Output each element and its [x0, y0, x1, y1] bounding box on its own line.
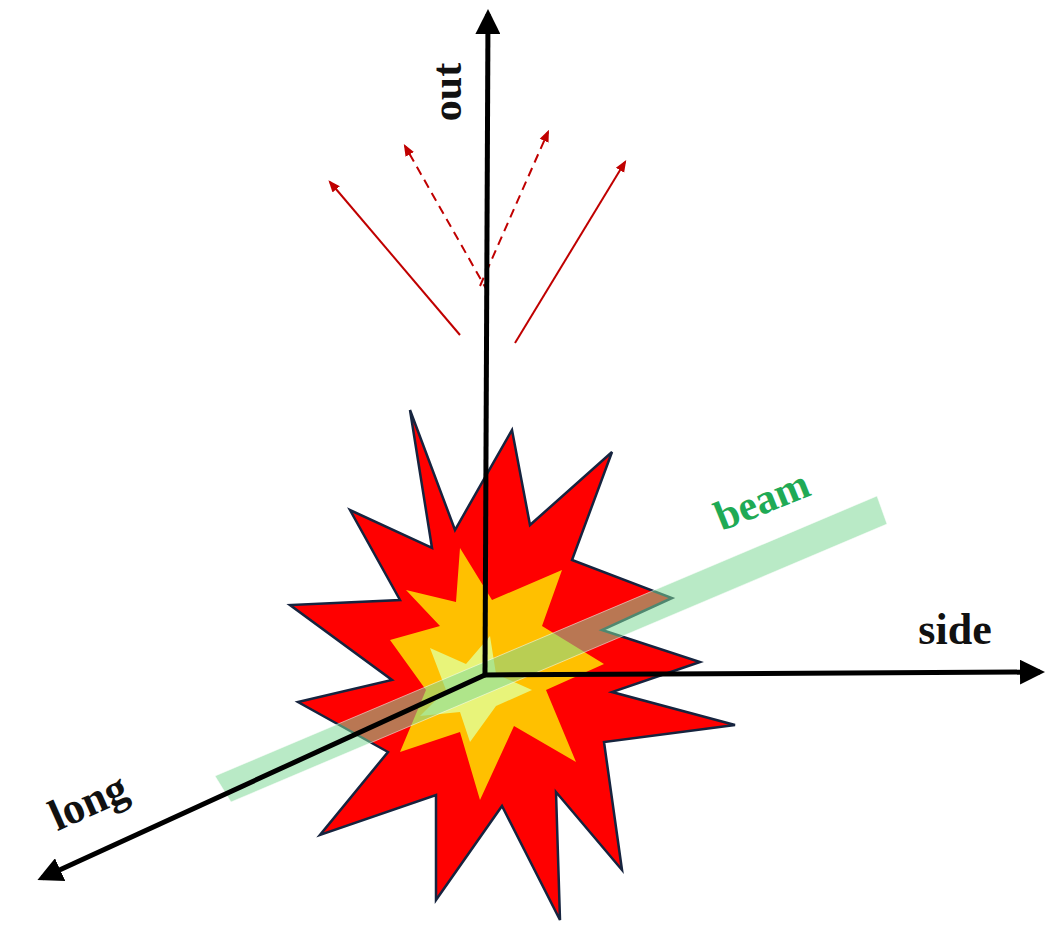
side-axis [483, 672, 1040, 675]
beam-band [215, 496, 887, 802]
out-axis [485, 14, 488, 676]
pair-momentum-arrow-dashed [405, 146, 488, 292]
axis-label: out [426, 63, 468, 121]
beam-label: beam [709, 462, 816, 538]
axis-label: long [42, 765, 134, 838]
pair-momentum-arrow-dashed [480, 132, 548, 286]
long-axis [42, 674, 487, 878]
axis-label: side [918, 608, 991, 652]
pair-momentum-arrow [515, 162, 625, 343]
pair-momentum-arrow [330, 182, 460, 335]
